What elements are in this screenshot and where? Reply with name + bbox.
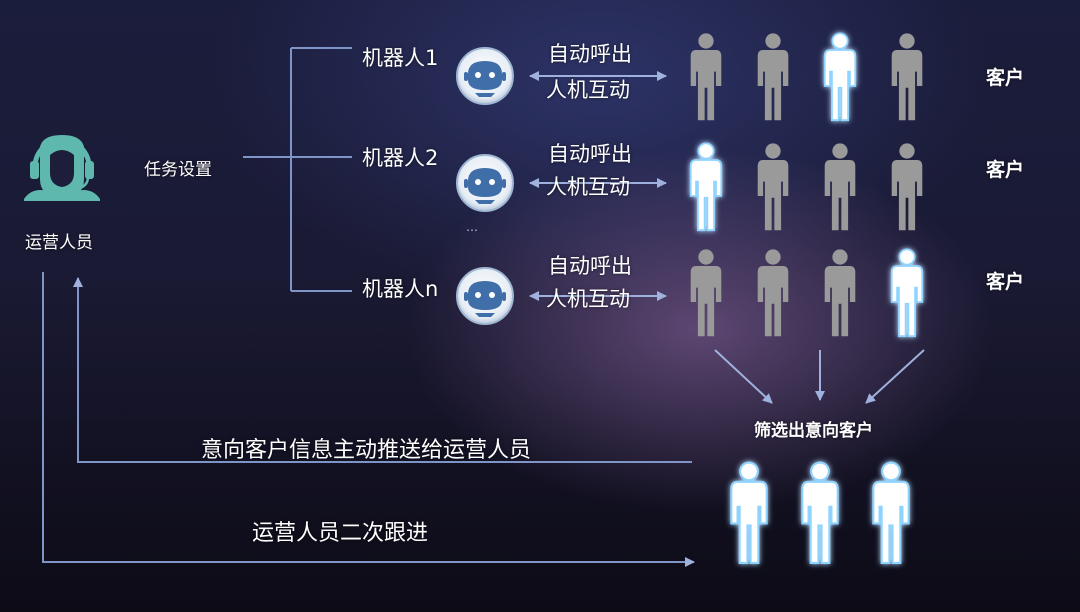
customer-person-icon bbox=[757, 143, 789, 231]
push-flow-arrow bbox=[73, 277, 692, 463]
customer-person-icon bbox=[891, 143, 923, 231]
intended-customer-person-icon bbox=[872, 461, 910, 564]
filter-arrow-right bbox=[865, 349, 925, 404]
action-label-line1: 自动呼出 bbox=[548, 254, 632, 278]
action-label-line2: 人机互动 bbox=[546, 78, 630, 102]
robot-icon bbox=[456, 47, 514, 105]
intended-customers bbox=[730, 461, 910, 564]
customer-rows bbox=[689, 32, 924, 338]
robot-icon bbox=[456, 267, 514, 325]
intended-customer-person-icon bbox=[730, 461, 768, 564]
robot-ellipsis: … bbox=[466, 220, 479, 234]
customer-label: 客户 bbox=[986, 67, 1025, 89]
action-label-line1: 自动呼出 bbox=[548, 142, 632, 166]
customer-person-icon bbox=[891, 33, 923, 121]
filter-arrow-left bbox=[714, 349, 773, 404]
robot-label: 机器人2 bbox=[362, 146, 439, 170]
customer-person-icon bbox=[757, 33, 789, 121]
customer-label: 客户 bbox=[986, 159, 1025, 181]
filter-label: 筛选出意向客户 bbox=[754, 421, 873, 441]
action-label-line2: 人机互动 bbox=[546, 175, 630, 199]
followup-label: 运营人员二次跟进 bbox=[252, 521, 429, 546]
push-label: 意向客户信息主动推送给运营人员 bbox=[201, 438, 532, 463]
customer-person-icon bbox=[824, 143, 856, 231]
operator-agent-icon bbox=[24, 135, 100, 201]
customer-person-icon bbox=[757, 249, 789, 337]
customer-person-icon-highlighted bbox=[823, 32, 857, 122]
customer-person-icon bbox=[690, 249, 722, 337]
action-label-line1: 自动呼出 bbox=[548, 42, 632, 66]
followup-flow-arrow bbox=[42, 272, 695, 567]
robot-label: 机器人n bbox=[362, 277, 439, 301]
robot-label: 机器人1 bbox=[362, 46, 439, 70]
operator-label: 运营人员 bbox=[25, 233, 93, 253]
customer-person-icon-highlighted bbox=[689, 142, 723, 232]
customer-person-icon bbox=[824, 249, 856, 337]
intended-customer-person-icon bbox=[801, 461, 839, 564]
robot-icon bbox=[456, 154, 514, 212]
customer-person-icon bbox=[690, 33, 722, 121]
task-setting-label: 任务设置 bbox=[144, 160, 212, 180]
action-label-line2: 人机互动 bbox=[546, 287, 630, 311]
customer-label: 客户 bbox=[986, 271, 1025, 293]
customer-person-icon-highlighted bbox=[890, 248, 924, 338]
